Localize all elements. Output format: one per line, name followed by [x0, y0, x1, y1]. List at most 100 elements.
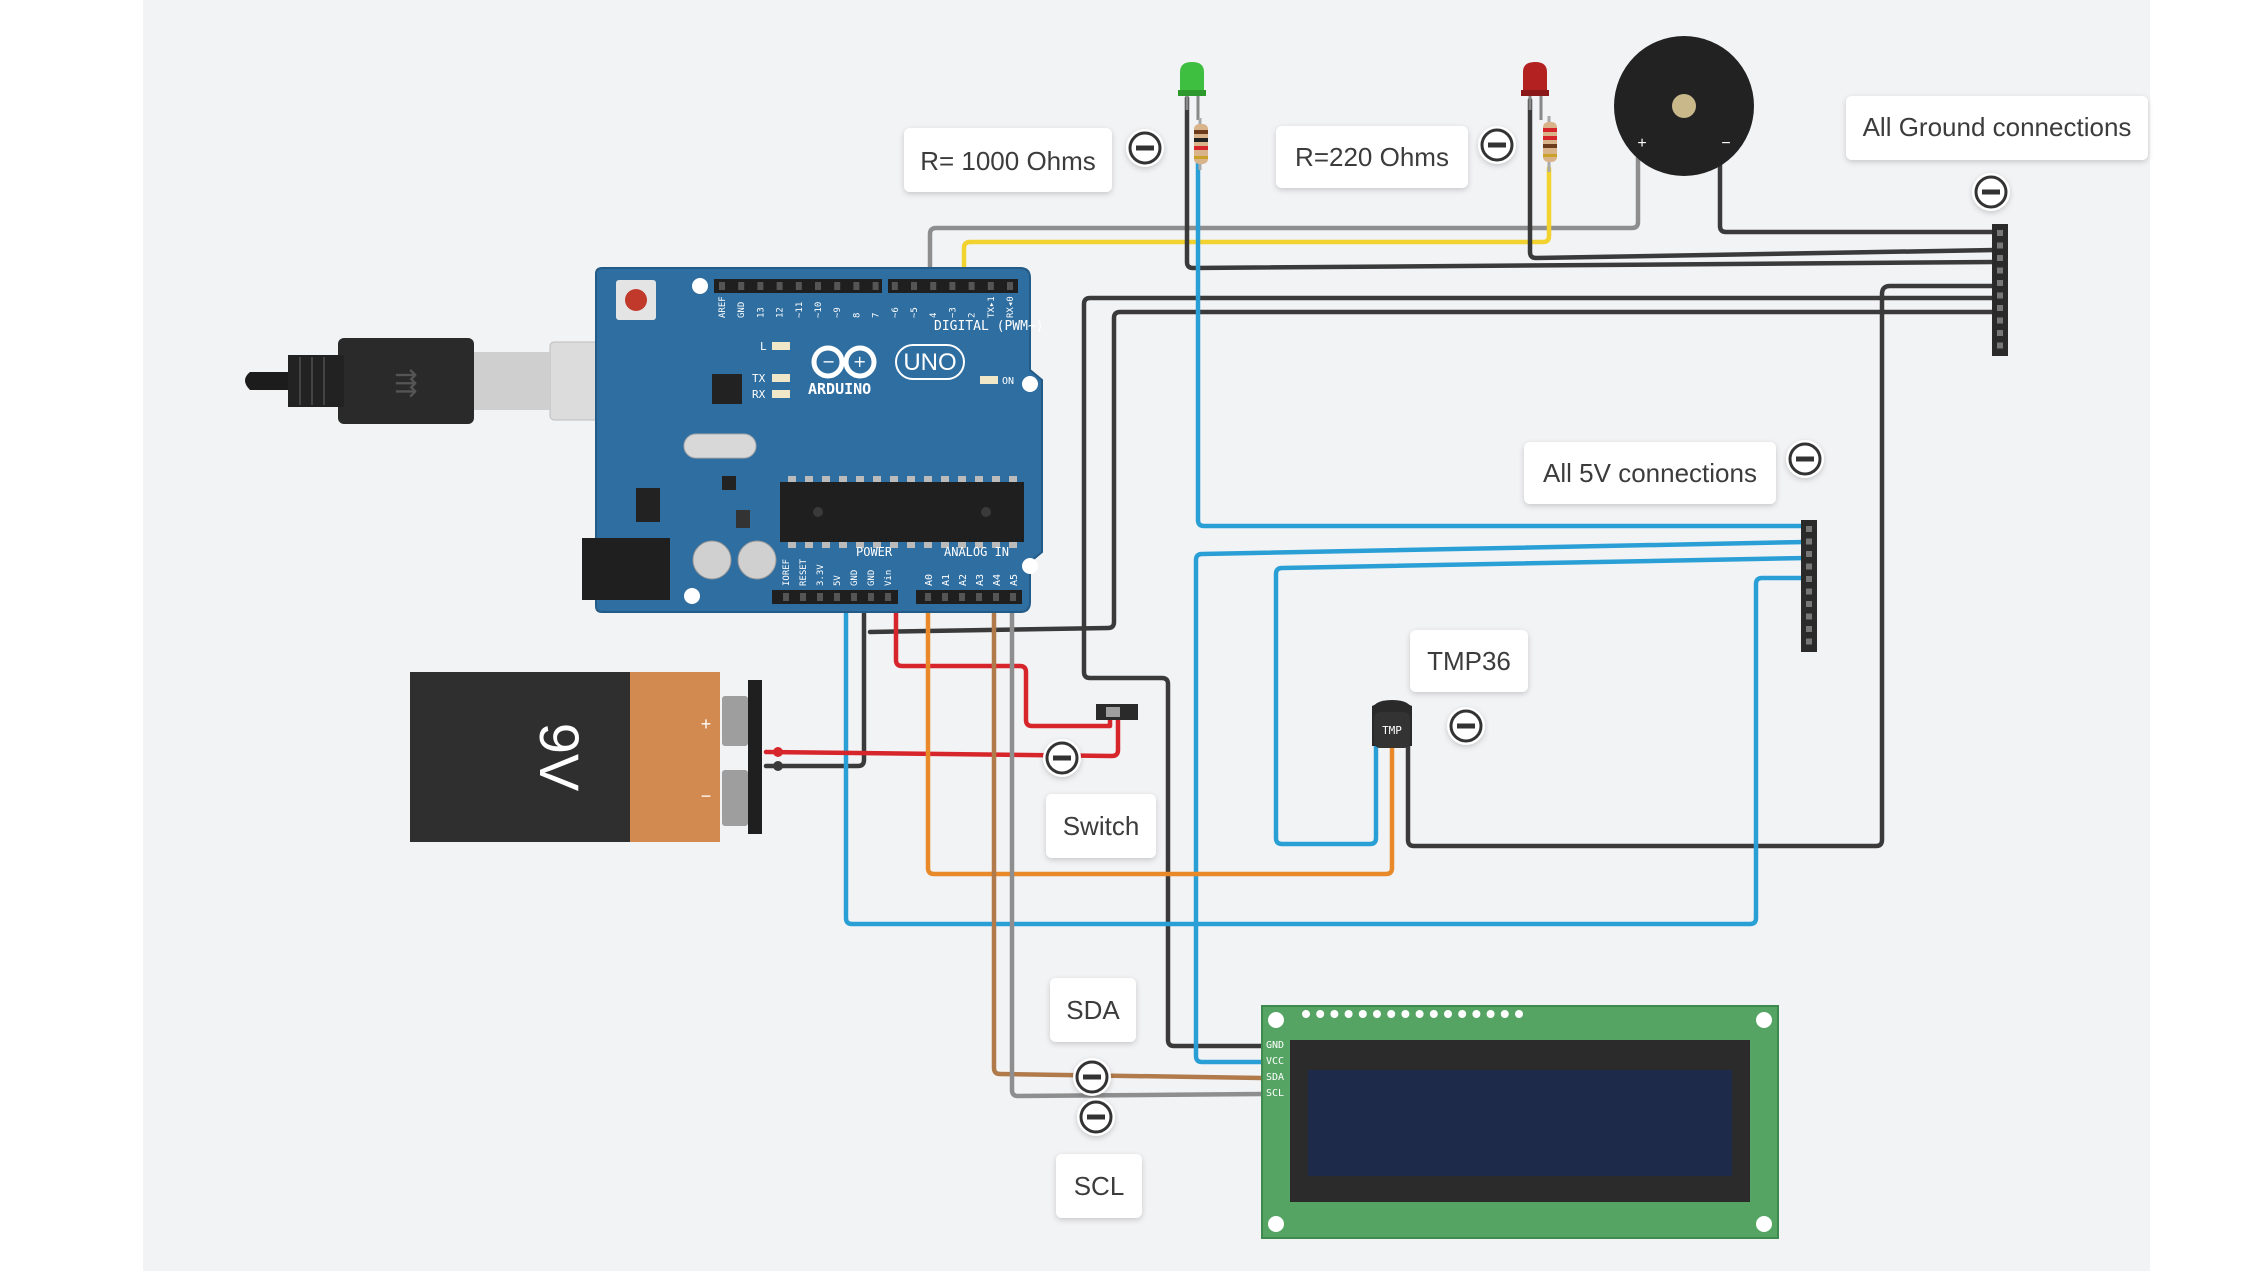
note-switch[interactable] — [1046, 794, 1156, 858]
wire-red-led-ground[interactable] — [1527, 97, 1998, 261]
wire-red-led-signal[interactable] — [961, 165, 1552, 286]
power-pin[interactable] — [851, 593, 857, 601]
rail-hole[interactable] — [1997, 230, 2003, 236]
ground-rail[interactable] — [1992, 224, 2008, 356]
rail-hole[interactable] — [1997, 267, 2003, 274]
rail-hole[interactable] — [1997, 255, 2003, 261]
digital-pin[interactable] — [853, 282, 860, 290]
digital-pin[interactable] — [968, 282, 975, 290]
rail-hole[interactable] — [1997, 242, 2003, 249]
power-pin[interactable] — [800, 593, 806, 601]
digital-pin[interactable] — [1007, 282, 1013, 290]
switch-slider[interactable] — [1106, 707, 1120, 717]
rail-hole[interactable] — [1997, 317, 2003, 324]
digital-pin[interactable] — [834, 282, 841, 290]
digital-pin[interactable] — [987, 282, 994, 290]
note-scl[interactable] — [1056, 1154, 1142, 1218]
wire-arduino-ground[interactable] — [867, 309, 1998, 635]
note-sda-minus-button[interactable] — [1073, 1058, 1111, 1096]
rail-hole[interactable] — [1806, 551, 1812, 557]
digital-pin[interactable] — [757, 282, 764, 290]
digital-pin[interactable] — [815, 282, 821, 290]
analog-pin[interactable] — [959, 593, 965, 601]
digital-pin[interactable] — [872, 282, 879, 290]
power-pin[interactable] — [868, 593, 874, 601]
rail-hole[interactable] — [1806, 601, 1812, 607]
note-r220-minus-button[interactable] — [1478, 126, 1516, 164]
resistor-220[interactable] — [1543, 116, 1557, 172]
power-pin[interactable] — [817, 593, 823, 601]
analog-pin[interactable] — [1010, 593, 1016, 601]
analog-pin[interactable] — [925, 593, 931, 601]
resistor-1000[interactable] — [1194, 118, 1208, 170]
five-v-rail[interactable] — [1801, 520, 1817, 652]
rail-hole[interactable] — [1806, 576, 1812, 582]
green-led[interactable] — [1178, 62, 1206, 120]
rail-hole[interactable] — [1997, 305, 2003, 311]
digital-pin[interactable] — [776, 282, 783, 290]
analog-pin[interactable] — [942, 593, 948, 601]
rail-hole[interactable] — [1806, 626, 1812, 632]
wire-lcd-vcc[interactable] — [1193, 539, 1809, 1065]
digital-pin[interactable] — [891, 282, 898, 290]
wire-scl[interactable] — [1009, 597, 1265, 1099]
chip-pin — [1009, 476, 1017, 482]
note-scl-minus-button[interactable] — [1077, 1098, 1115, 1136]
power-pin[interactable] — [783, 593, 789, 601]
wire-battery-ground[interactable] — [763, 597, 867, 769]
rail-hole[interactable] — [1806, 588, 1812, 595]
wire-battery-plus[interactable] — [763, 715, 1121, 759]
rail-hole[interactable] — [1806, 638, 1812, 645]
analog-pin[interactable] — [993, 593, 999, 601]
reset-button-cap[interactable] — [625, 289, 647, 311]
chip-pin — [856, 542, 864, 548]
wire-buzzer-ground[interactable] — [1717, 155, 1998, 235]
note-switch-minus-button[interactable] — [1043, 739, 1081, 777]
rail-hole[interactable] — [1806, 526, 1812, 532]
piezo-buzzer[interactable]: + − — [1614, 36, 1754, 176]
note-r220[interactable] — [1276, 126, 1468, 188]
digital-pin[interactable] — [719, 282, 725, 290]
wire-buzzer-signal[interactable] — [927, 155, 1641, 286]
rail-hole[interactable] — [1806, 613, 1812, 620]
rail-hole[interactable] — [1997, 292, 2003, 299]
wire-tmp-vcc[interactable] — [1273, 555, 1809, 847]
power-pin[interactable] — [834, 593, 840, 601]
tmp36-sensor[interactable]: TMP — [1372, 700, 1412, 748]
note-r1000-minus-button[interactable] — [1126, 129, 1164, 167]
digital-pin[interactable] — [738, 282, 745, 290]
red-led[interactable] — [1521, 62, 1549, 120]
slide-switch[interactable] — [1096, 704, 1138, 720]
battery-9v[interactable]: 9V + − — [410, 672, 783, 842]
chip-pin — [992, 476, 1000, 482]
wire-green-led-ground[interactable] — [1184, 95, 1998, 271]
note-five-v-minus-button[interactable] — [1786, 440, 1824, 478]
analog-pin[interactable] — [976, 593, 982, 601]
digital-pin[interactable] — [949, 282, 956, 290]
wire-tmp-signal[interactable] — [925, 597, 1395, 877]
note-tmp36[interactable] — [1410, 630, 1528, 692]
note-five-v[interactable] — [1524, 442, 1776, 504]
wire-green-led-signal[interactable] — [1195, 137, 1809, 529]
power-pin[interactable] — [885, 593, 891, 601]
rail-hole[interactable] — [1997, 342, 2003, 349]
wire-tmp-ground[interactable] — [1405, 283, 1998, 849]
digital-pin[interactable] — [911, 282, 917, 290]
wire-sda[interactable] — [991, 597, 1265, 1081]
note-ground[interactable] — [1846, 96, 2148, 160]
note-ground-minus-button[interactable] — [1972, 173, 2010, 211]
note-r1000[interactable] — [904, 128, 1112, 192]
wire-arduino-5v[interactable] — [843, 575, 1809, 927]
rail-hole[interactable] — [1997, 330, 2003, 336]
note-sda[interactable] — [1050, 978, 1136, 1042]
rail-hole[interactable] — [1997, 280, 2003, 286]
digital-pin[interactable] — [930, 282, 937, 290]
digital-pin[interactable] — [795, 282, 802, 290]
rail-hole[interactable] — [1806, 538, 1812, 545]
rail-hole[interactable] — [1806, 563, 1812, 570]
wire-lcd-ground[interactable] — [1081, 295, 1998, 1049]
note-tmp36-minus-button[interactable] — [1447, 707, 1485, 745]
wire-vin-to-switch[interactable] — [893, 597, 1113, 729]
